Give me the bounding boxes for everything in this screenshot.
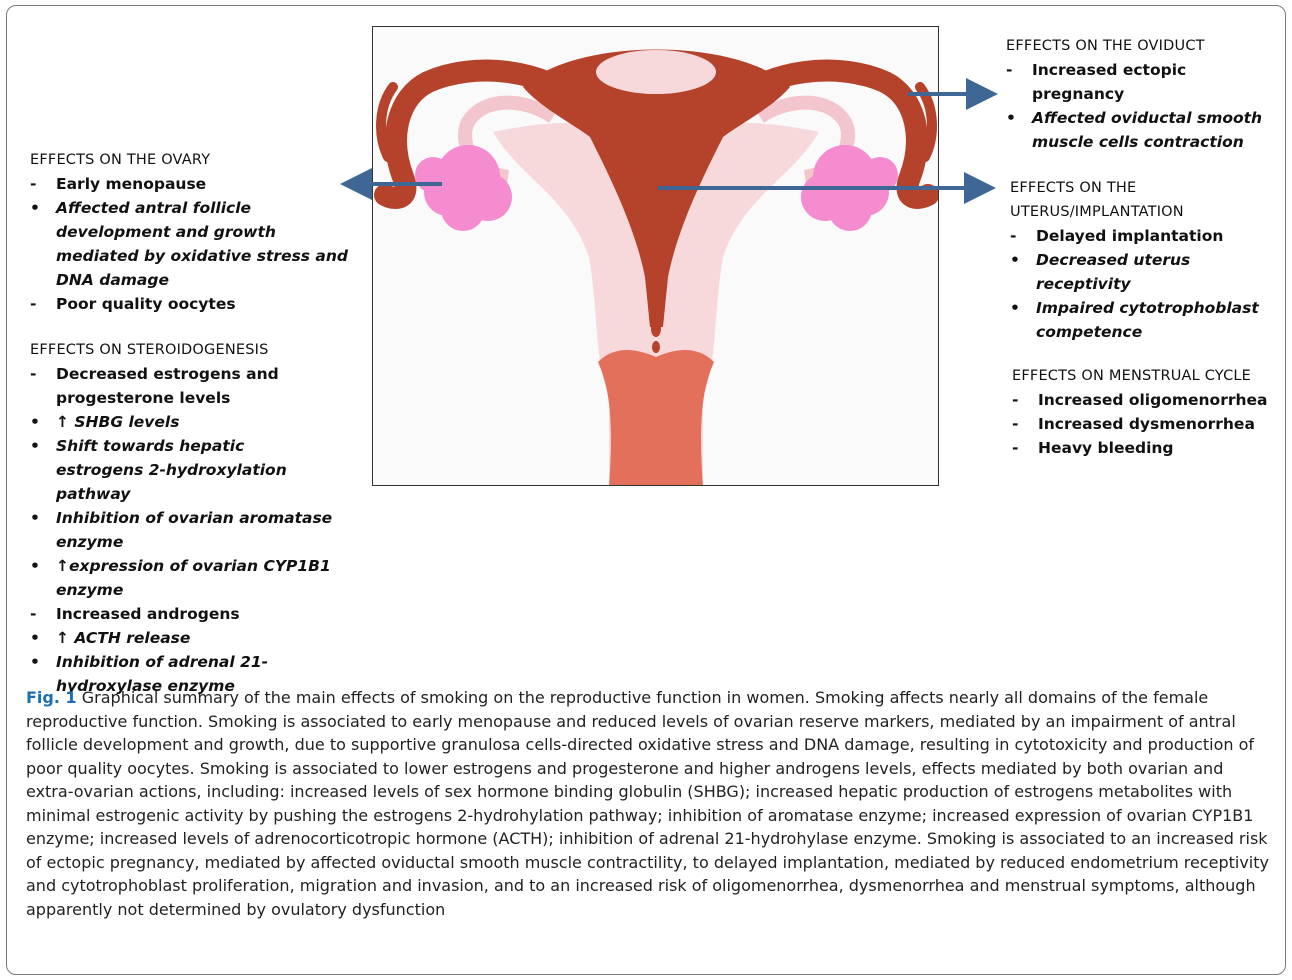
steroidogenesis-heading: EFFECTS ON STEROIDOGENESIS	[30, 338, 335, 362]
effect-item: -Decreased estrogens and progesterone le…	[30, 362, 335, 410]
dash-marker: -	[30, 362, 50, 386]
bullet-marker: •	[1010, 248, 1030, 272]
effect-text: Affected oviductal smooth muscle cells c…	[1032, 109, 1262, 151]
effect-text: Decreased estrogens and progesterone lev…	[56, 365, 279, 407]
effect-text: Decreased uterus receptivity	[1036, 251, 1190, 293]
effect-text: Increased dysmenorrhea	[1038, 415, 1255, 433]
dash-marker: -	[1012, 412, 1032, 436]
dash-marker: -	[30, 172, 50, 196]
reproductive-tract-illustration	[372, 26, 939, 486]
effect-text: Inhibition of ovarian aromatase enzyme	[56, 509, 332, 551]
effect-text: Impaired cytotrophoblast competence	[1036, 299, 1259, 341]
steroidogenesis-effects-list: -Decreased estrogens and progesterone le…	[30, 362, 335, 698]
bullet-marker: •	[1010, 296, 1030, 320]
effect-item: •Impaired cytotrophoblast competence	[1010, 296, 1280, 344]
bullet-marker: •	[30, 410, 50, 434]
left-ovary	[415, 145, 512, 231]
effect-item: -Early menopause	[30, 172, 360, 196]
bullet-marker: •	[1006, 106, 1026, 130]
effect-text: ↑ SHBG levels	[56, 413, 179, 431]
effect-item: •Affected antral follicle development an…	[30, 196, 360, 292]
bullet-marker: •	[30, 626, 50, 650]
effect-text: Increased androgens	[56, 605, 240, 623]
effect-item: •Decreased uterus receptivity	[1010, 248, 1280, 296]
right-ovary	[801, 145, 898, 231]
effect-text: Early menopause	[56, 175, 206, 193]
effect-item: -Poor quality oocytes	[30, 292, 360, 316]
bullet-marker: •	[30, 434, 50, 458]
fundus-highlight	[596, 50, 716, 94]
effect-item: • ↑ ACTH release	[30, 626, 335, 650]
effect-item: -Delayed implantation	[1010, 224, 1280, 248]
bullet-marker: •	[30, 196, 50, 220]
effect-item: -Increased ectopic pregnancy	[1006, 58, 1281, 106]
effect-item: -Increased oligomenorrhea	[1012, 388, 1282, 412]
menstrual-heading: EFFECTS ON MENSTRUAL CYCLE	[1012, 364, 1282, 388]
effect-text: Affected antral follicle development and…	[56, 199, 348, 289]
menstrual-effects-list: -Increased oligomenorrhea-Increased dysm…	[1012, 388, 1282, 460]
effect-text: Heavy bleeding	[1038, 439, 1174, 457]
cervical-canal-segment	[651, 321, 661, 337]
uterus-drawing	[373, 27, 939, 486]
oviduct-heading: EFFECTS ON THE OVIDUCT	[1006, 34, 1281, 58]
effect-item: -Increased dysmenorrhea	[1012, 412, 1282, 436]
effect-text: Shift towards hepatic estrogens 2-hydrox…	[56, 437, 287, 503]
effect-item: -Increased androgens	[30, 602, 335, 626]
effect-text: Increased ectopic pregnancy	[1032, 61, 1186, 103]
bullet-marker: •	[30, 506, 50, 530]
oviduct-effects-panel: EFFECTS ON THE OVIDUCT -Increased ectopi…	[1006, 34, 1281, 154]
bullet-marker: •	[30, 650, 50, 674]
dash-marker: -	[1012, 388, 1032, 412]
cervical-canal-segment	[652, 341, 660, 353]
effect-item: • ↑ SHBG levels	[30, 410, 335, 434]
caption-text: Graphical summary of the main effects of…	[26, 688, 1269, 919]
steroidogenesis-effects-panel: EFFECTS ON STEROIDOGENESIS -Decreased es…	[30, 338, 335, 698]
menstrual-effects-panel: EFFECTS ON MENSTRUAL CYCLE -Increased ol…	[1012, 364, 1282, 460]
uterus-effects-panel: EFFECTS ON THE UTERUS/IMPLANTATION	[1010, 176, 1148, 224]
uterus-heading: EFFECTS ON THE UTERUS/IMPLANTATION	[1010, 176, 1148, 224]
bullet-marker: •	[30, 554, 50, 578]
vagina-canal	[598, 350, 714, 486]
uterus-effects-list: -Delayed implantation•Decreased uterus r…	[1010, 224, 1280, 344]
effect-text: ↑expression of ovarian CYP1B1 enzyme	[56, 557, 331, 599]
effect-item: -Heavy bleeding	[1012, 436, 1282, 460]
oviduct-effects-list: -Increased ectopic pregnancy•Affected ov…	[1006, 58, 1281, 154]
dash-marker: -	[30, 602, 50, 626]
effect-text: Delayed implantation	[1036, 227, 1223, 245]
ovary-heading: EFFECTS ON THE OVARY	[30, 148, 360, 172]
uterus-effects-list-panel: -Delayed implantation•Decreased uterus r…	[1010, 224, 1280, 344]
effect-text: Increased oligomenorrhea	[1038, 391, 1268, 409]
dash-marker: -	[1012, 436, 1032, 460]
effect-item: •↑expression of ovarian CYP1B1 enzyme	[30, 554, 335, 602]
dash-marker: -	[1010, 224, 1030, 248]
dash-marker: -	[30, 292, 50, 316]
effect-item: •Affected oviductal smooth muscle cells …	[1006, 106, 1281, 154]
figure-label: Fig. 1	[26, 688, 77, 707]
figure-caption: Fig. 1 Graphical summary of the main eff…	[26, 686, 1272, 921]
cervical-canal-segment	[650, 297, 662, 317]
dash-marker: -	[1006, 58, 1026, 82]
effect-text: Poor quality oocytes	[56, 295, 236, 313]
effect-item: •Shift towards hepatic estrogens 2-hydro…	[30, 434, 335, 506]
ovary-effects-panel: EFFECTS ON THE OVARY -Early menopause•Af…	[30, 148, 360, 316]
ovary-effects-list: -Early menopause•Affected antral follicl…	[30, 172, 360, 316]
effect-item: •Inhibition of ovarian aromatase enzyme	[30, 506, 335, 554]
effect-text: ↑ ACTH release	[56, 629, 190, 647]
